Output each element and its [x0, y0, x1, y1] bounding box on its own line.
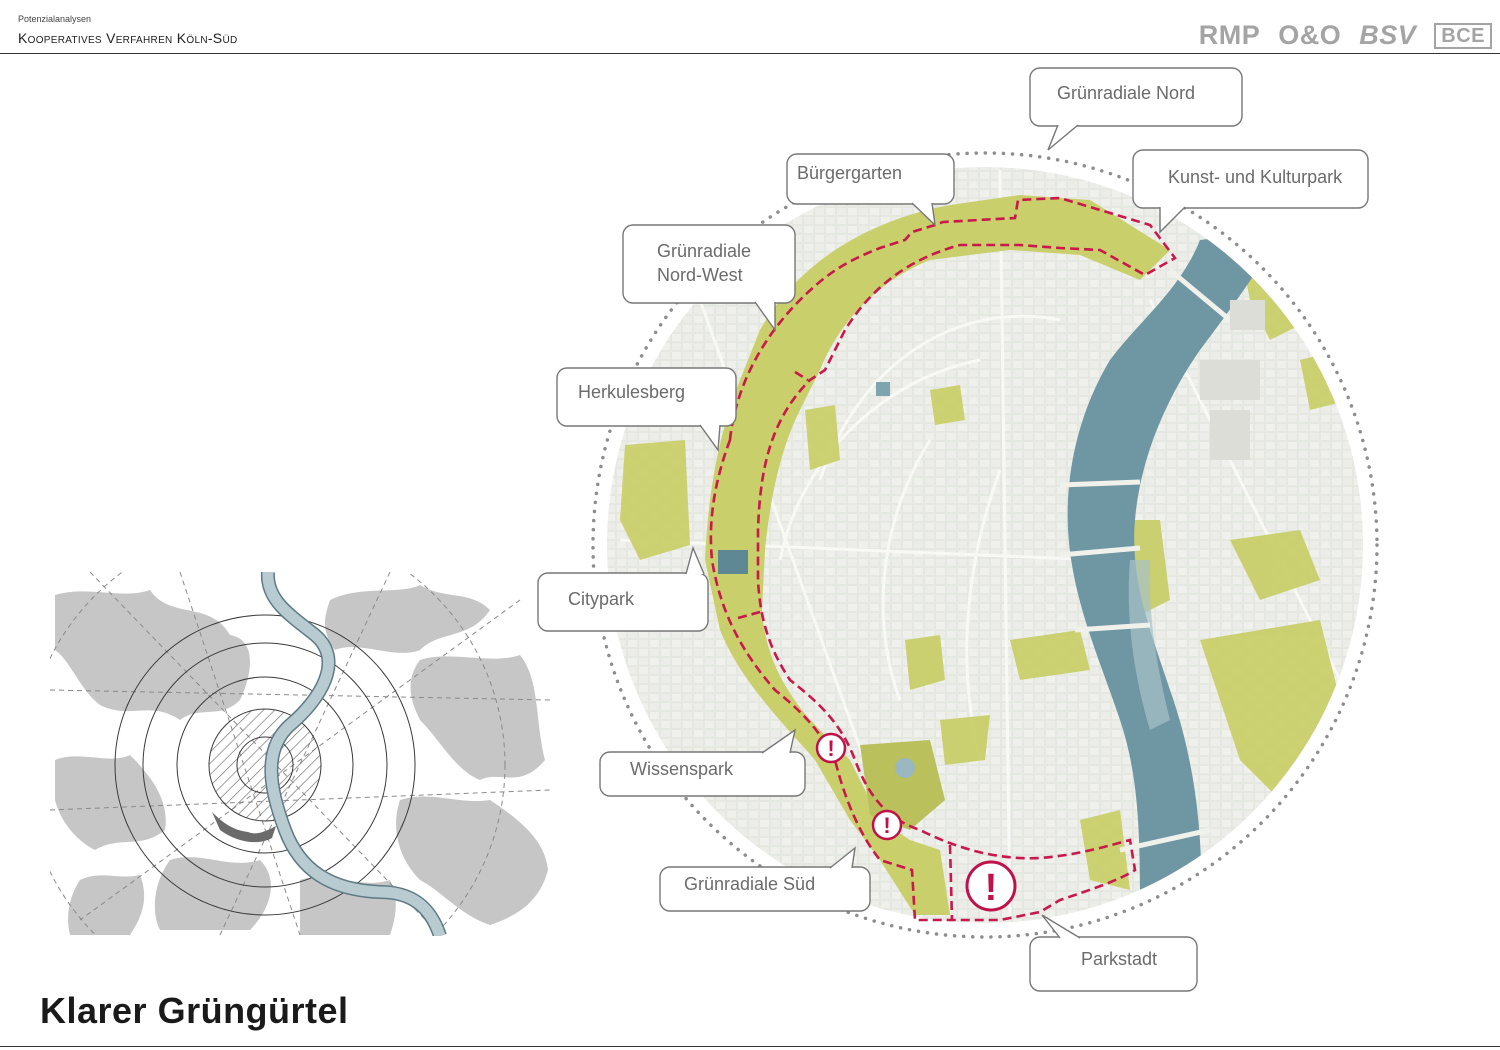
- logo-bsv: BSV: [1359, 20, 1417, 50]
- callout-label-kunst-und-kulturpark: Kunst- und Kulturpark: [1168, 167, 1343, 187]
- callout-kunst-und-kulturpark: [1132, 149, 1369, 234]
- callout-label-herkulesberg: Herkulesberg: [578, 382, 685, 402]
- callout-buergergarten: [786, 153, 955, 227]
- footer-rule: [0, 1046, 1500, 1047]
- rhine-river: [1067, 230, 1280, 920]
- header-rule: [0, 53, 1500, 54]
- locator-project-site: [212, 812, 276, 843]
- callout-label-buergergarten: Bürgergarten: [797, 163, 902, 183]
- logo-rmp: RMP: [1198, 20, 1261, 50]
- callout-label-gruenradiale-nord: Grünradiale Nord: [1057, 83, 1195, 103]
- partner-logos: RMP O&O BSV BCE: [1199, 20, 1492, 51]
- callout-wissenspark: [599, 728, 806, 797]
- city-map: [607, 167, 1363, 923]
- warning-marker-2-glyph: !: [883, 813, 890, 838]
- page-title: Klarer Grüngürtel: [40, 990, 349, 1031]
- header-title: Kooperatives Verfahren Köln-Süd: [18, 30, 238, 46]
- logo-bce: BCE: [1434, 22, 1492, 49]
- green-belt: [705, 195, 1170, 915]
- belt-boundary: [709, 196, 1177, 922]
- warning-marker-1: !: [815, 732, 847, 764]
- callout-label-citypark: Citypark: [568, 589, 635, 609]
- warning-marker-3: !: [965, 860, 1017, 912]
- callout-gruenradiale-nord-west: [622, 224, 796, 333]
- locator-green-areas: [55, 590, 250, 720]
- locator-map: [50, 572, 550, 936]
- callout-label-wissenspark: Wissenspark: [630, 759, 734, 779]
- callout-herkulesberg: [556, 367, 737, 452]
- header-subtitle: Potenzialanalysen: [18, 14, 92, 24]
- logo-oo: O&O: [1278, 20, 1342, 50]
- callout-citypark: [537, 545, 709, 632]
- callout-label-gruenradiale-nord-west-2: Nord-West: [657, 265, 743, 285]
- callout-label-gruenradiale-sued: Grünradiale Süd: [684, 874, 815, 894]
- warning-marker-3-glyph: !: [985, 867, 998, 909]
- callout-gruenradiale-sued: [659, 846, 871, 912]
- callout-parkstadt: [1029, 914, 1198, 992]
- warning-marker-2: !: [871, 809, 903, 841]
- callout-label-gruenradiale-nord-west-1: Grünradiale: [657, 241, 751, 261]
- callout-gruenradiale-nord: [1029, 67, 1243, 151]
- callout-label-parkstadt: Parkstadt: [1081, 949, 1157, 969]
- map-dotted-ring: [591, 151, 1379, 939]
- warning-marker-1-glyph: !: [827, 736, 834, 761]
